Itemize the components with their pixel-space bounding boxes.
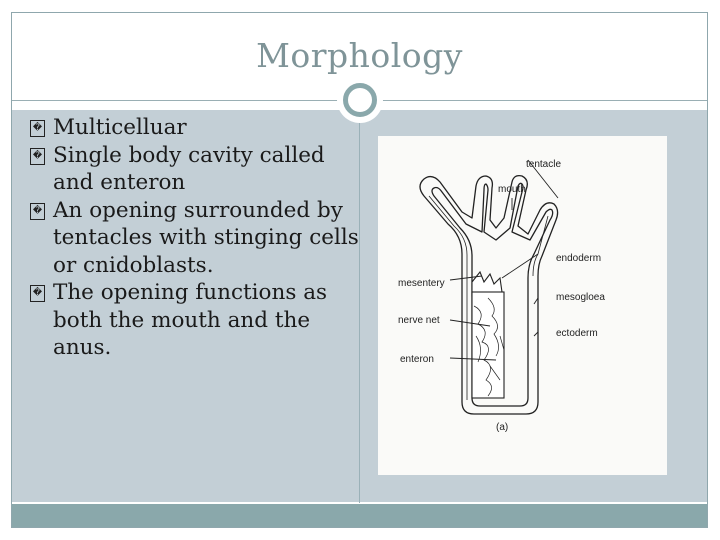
label-mouth: mouth (498, 184, 526, 195)
footer-bar (12, 504, 707, 527)
bullet-item: � Single body cavity called and enteron (30, 142, 360, 197)
enteron-section (471, 270, 505, 399)
bullet-text: Single body cavity called and enteron (53, 142, 325, 196)
label-endoderm: endoderm (556, 253, 601, 264)
label-tentacle: tentacle (526, 159, 561, 170)
label-enteron: enteron (400, 354, 434, 365)
bullet-glyph-icon: � (30, 202, 45, 220)
label-nerve-net: nerve net (398, 315, 440, 326)
slide-title: Morphology (256, 36, 463, 75)
bullet-text: An opening surrounded by tentacles with … (53, 197, 359, 278)
column-divider (359, 101, 360, 503)
bullet-item: � The opening functions as both the mouth… (30, 279, 360, 362)
label-ectoderm: ectoderm (556, 328, 598, 339)
label-mesentery: mesentery (398, 278, 445, 289)
bullet-glyph-icon: � (30, 120, 45, 137)
bullet-item: � An opening surrounded by tentacles with… (30, 197, 360, 280)
hydra-diagram: tentacle mouth endoderm mesentery mesogl… (378, 136, 667, 475)
bullet-list: � Multicelluar � Single body cavity called… (30, 114, 360, 362)
bullet-glyph-icon: � (30, 285, 45, 302)
ring-icon (343, 83, 377, 117)
bullet-text: Multicelluar (53, 115, 187, 140)
bullet-text: The opening functions as both the mouth … (53, 280, 328, 360)
label-mesogloea: mesogloea (556, 292, 605, 303)
bullet-glyph-icon: � (30, 147, 45, 165)
slide-frame (11, 12, 708, 528)
label-pointers (449, 159, 559, 361)
figure-caption: (a) (496, 422, 508, 433)
bullet-item: � Multicelluar (30, 114, 360, 142)
